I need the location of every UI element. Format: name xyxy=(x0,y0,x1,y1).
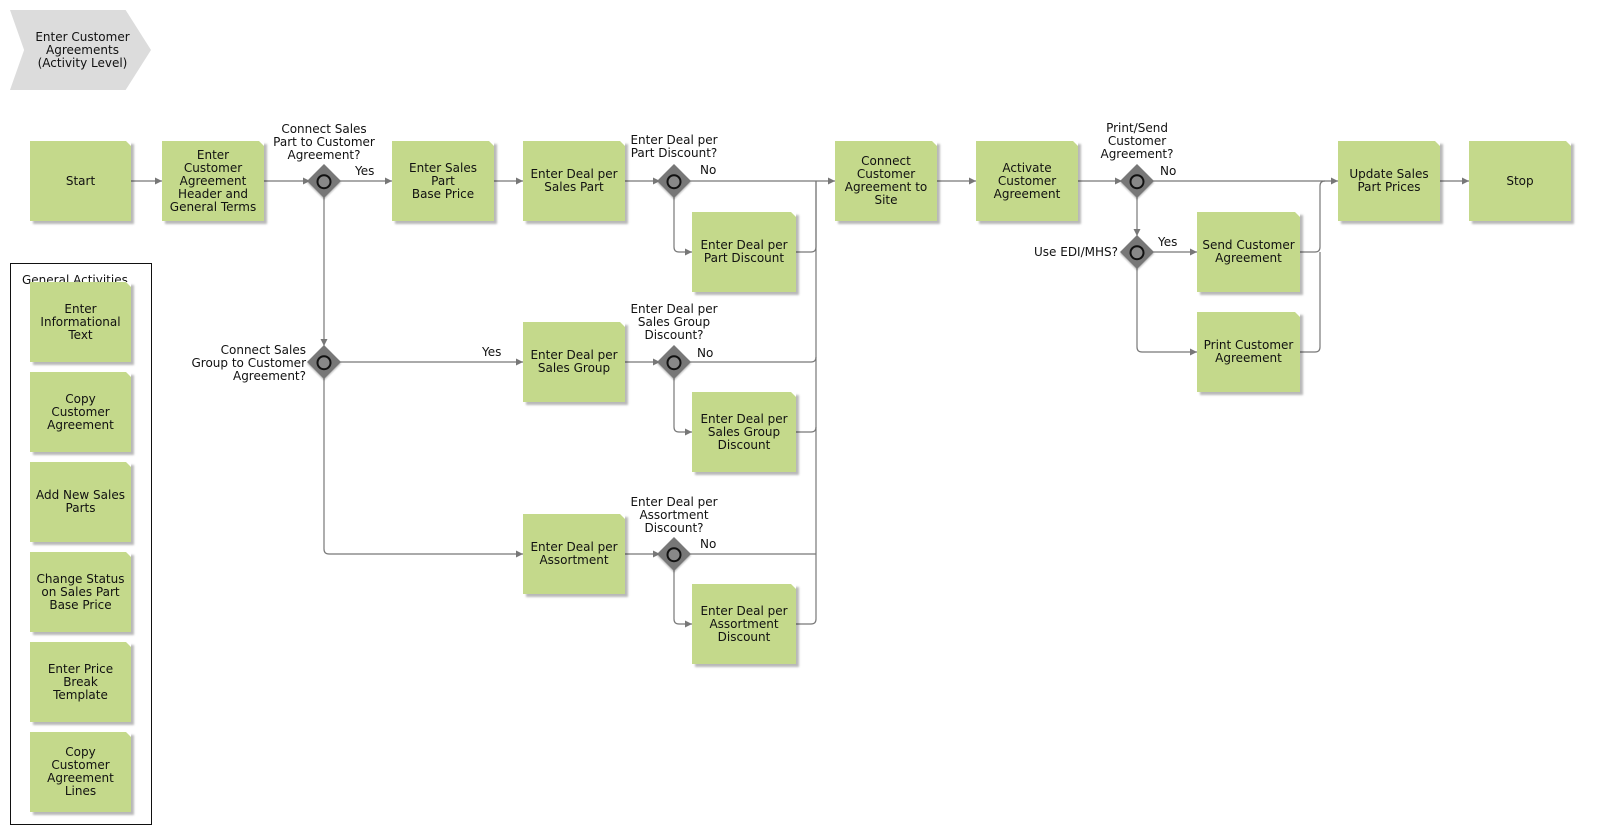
flow-gad-yes xyxy=(673,568,692,628)
activity-deal-assortment-discount-label: Enter Deal per Assortment Discount xyxy=(700,603,788,644)
activity-deal-assortment-label: Enter Deal per Assortment xyxy=(530,540,618,567)
flow-ggroup-no xyxy=(323,376,523,558)
gateway-part-discount-question: Enter Deal per Part Discount? xyxy=(630,133,718,160)
stop-label: Stop xyxy=(1506,173,1534,188)
activity-enter-header[interactable]: Enter Customer Agreement Header and Gene… xyxy=(162,141,264,221)
activity-connect-site[interactable]: Connect Customer Agreement to Site xyxy=(835,141,937,221)
gateway-assortment-discount-question: Enter Deal per Assortment Discount? xyxy=(630,495,718,535)
edge-label-yes-edi: Yes xyxy=(1158,235,1178,249)
activity-connect-site-label: Connect Customer Agreement to Site xyxy=(844,154,928,207)
activity-deal-part[interactable]: Enter Deal per Sales Part xyxy=(523,141,625,221)
general-item-label: Add New Sales Parts xyxy=(36,488,125,515)
gateway-group-discount-question: Enter Deal per Sales Group Discount? xyxy=(630,302,718,342)
stop-event[interactable]: Stop xyxy=(1469,141,1571,221)
merge-part-discount xyxy=(796,181,817,253)
activity-print[interactable]: Print Customer Agreement xyxy=(1197,312,1300,392)
general-item-add-sales-parts[interactable]: Add New Sales Parts xyxy=(30,462,131,542)
flow-gpd-yes xyxy=(673,195,692,256)
general-item-informational-text[interactable]: Enter Informational Text xyxy=(30,282,131,362)
general-item-label: Enter Price Break Template xyxy=(47,661,114,702)
flow-ggd-yes xyxy=(673,376,692,436)
activity-print-label: Print Customer Agreement xyxy=(1203,338,1294,365)
general-item-label: Change Status on Sales Part Base Price xyxy=(36,571,125,612)
flow-gedi-no xyxy=(1136,266,1197,356)
activity-deal-assortment-discount[interactable]: Enter Deal per Assortment Discount xyxy=(692,584,796,664)
gateway-connect-part-question: Connect Sales Part to Customer Agreement… xyxy=(273,122,375,162)
merge-group-discount xyxy=(796,426,817,433)
edge-label-no-group-discount: No xyxy=(697,346,714,360)
activity-deal-part-discount[interactable]: Enter Deal per Part Discount xyxy=(692,212,796,292)
process-header-label: Enter Customer Agreements (Activity Leve… xyxy=(35,29,130,70)
activity-base-price[interactable]: Enter Sales Part Base Price xyxy=(392,141,494,221)
activity-activate-label: Activate Customer Agreement xyxy=(993,160,1061,201)
activity-deal-group[interactable]: Enter Deal per Sales Group xyxy=(523,322,625,402)
activity-enter-header-label: Enter Customer Agreement Header and Gene… xyxy=(169,147,257,214)
start-label: Start xyxy=(65,173,96,188)
start-event[interactable]: Start xyxy=(30,141,131,221)
process-header: Enter Customer Agreements (Activity Leve… xyxy=(10,10,151,90)
activity-deal-group-discount-label: Enter Deal per Sales Group Discount xyxy=(700,411,788,452)
activity-send-label: Send Customer Agreement xyxy=(1202,238,1295,265)
activity-deal-part-label: Enter Deal per Sales Part xyxy=(530,167,618,194)
activity-deal-group-discount[interactable]: Enter Deal per Sales Group Discount xyxy=(692,392,796,472)
gateway-edi-question: Use EDI/MHS? xyxy=(1034,245,1118,259)
general-item-change-status[interactable]: Change Status on Sales Part Base Price xyxy=(30,552,131,632)
activity-update-prices-label: Update Sales Part Prices xyxy=(1349,167,1429,194)
edge-label-no-assortment-discount: No xyxy=(700,537,717,551)
gateway-connect-group-question: Connect Sales Group to Customer Agreemen… xyxy=(191,343,307,383)
general-item-price-break-template[interactable]: Enter Price Break Template xyxy=(30,642,131,722)
edge-label-yes-part: Yes xyxy=(355,164,375,178)
merge-assortment-discount xyxy=(796,181,817,625)
activity-deal-part-discount-label: Enter Deal per Part Discount xyxy=(700,238,788,265)
activity-base-price-label: Enter Sales Part Base Price xyxy=(409,160,477,201)
activity-deal-group-label: Enter Deal per Sales Group xyxy=(530,348,618,375)
general-item-copy-agreement[interactable]: Copy Customer Agreement xyxy=(30,372,131,452)
general-item-label: Copy Customer Agreement xyxy=(47,391,114,432)
activity-send[interactable]: Send Customer Agreement xyxy=(1197,212,1300,292)
activity-activate[interactable]: Activate Customer Agreement xyxy=(976,141,1078,221)
edge-label-no-part-discount: No xyxy=(700,163,717,177)
gateway-print-send-question: Print/Send Customer Agreement? xyxy=(1100,121,1174,161)
edge-label-yes-group: Yes xyxy=(482,345,502,359)
activity-update-prices[interactable]: Update Sales Part Prices xyxy=(1338,141,1440,221)
edge-label-no-print-send: No xyxy=(1160,164,1177,178)
general-item-label: Enter Informational Text xyxy=(40,301,121,342)
general-item-copy-agreement-lines[interactable]: Copy Customer Agreement Lines xyxy=(30,732,131,812)
merge-print xyxy=(1300,252,1321,353)
general-item-label: Copy Customer Agreement Lines xyxy=(47,745,114,798)
merge-send xyxy=(1300,180,1326,253)
activity-deal-assortment[interactable]: Enter Deal per Assortment xyxy=(523,514,625,594)
